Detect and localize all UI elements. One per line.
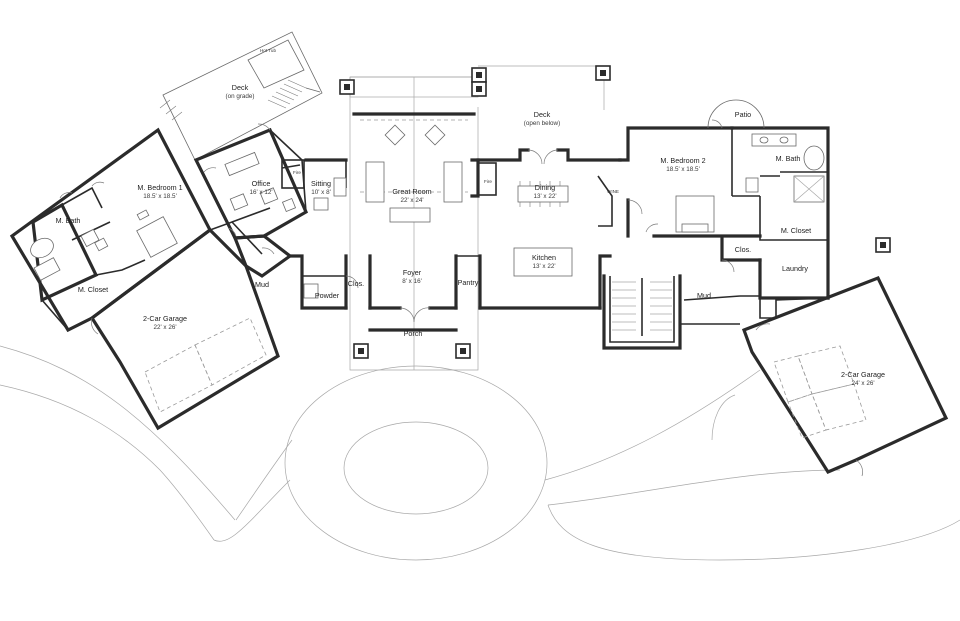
- wine-label: WINE: [607, 189, 619, 194]
- great-room-name: Great Room: [392, 187, 431, 196]
- laundry-name: Laundry: [782, 264, 808, 273]
- garage1-name: 2-Car Garage: [143, 314, 187, 323]
- sitting-name: Sitting: [311, 179, 331, 188]
- deck-open-sub: (open below): [524, 120, 560, 127]
- clos-right-name: Clos.: [735, 245, 751, 254]
- garage-2: [741, 275, 949, 477]
- dining-name: Dining: [535, 183, 555, 192]
- pantry-name: Pantry: [458, 278, 479, 287]
- deck-grade-sub: (on grade): [225, 93, 254, 100]
- dining-dim: 13' x 22': [533, 193, 556, 200]
- clos-left-name: Clos.: [348, 279, 364, 288]
- right-wing: [618, 99, 830, 325]
- fire-left-label: Fire: [293, 170, 301, 175]
- kitchen-dim: 13' x 22': [532, 263, 555, 270]
- bedroom2-name: M. Bedroom 2: [660, 156, 705, 165]
- powder-name: Powder: [315, 291, 340, 300]
- bedroom2-dim: 18.5' x 18.5': [666, 166, 700, 173]
- garage2-dim: 24' x 26': [851, 380, 874, 387]
- bath1-name: M. Bath: [56, 216, 81, 225]
- deck-grade-name: Deck: [232, 83, 249, 92]
- bedroom1-dim: 18.5' x 18.5': [143, 193, 177, 200]
- left-wing: [9, 127, 213, 333]
- fire-center-label: Fire: [484, 179, 492, 184]
- kitchen-name: Kitchen: [532, 253, 556, 262]
- office-name: Office: [252, 179, 271, 188]
- bedroom1-name: M. Bedroom 1: [137, 183, 182, 192]
- mud-right-name: Mud: [697, 291, 711, 300]
- posts: [339, 65, 891, 359]
- office-wing: [193, 123, 309, 240]
- garage1-dim: 22' x 26': [153, 324, 176, 331]
- deck-on-grade: [159, 31, 323, 161]
- room-labels: Deck (on grade) Hot Tub Deck (open below…: [56, 48, 885, 387]
- center-block: [281, 76, 602, 371]
- closet2-name: M. Closet: [781, 226, 811, 235]
- mud-left-name: Mud: [255, 280, 269, 289]
- hot-tub-name: Hot Tub: [260, 48, 277, 53]
- dining-kitchen: [470, 65, 622, 310]
- stairs: [602, 274, 682, 350]
- great-room-dim: 22' x 24': [400, 197, 423, 204]
- garage-1: [89, 207, 280, 431]
- mud-left: [232, 234, 293, 278]
- porch-name: Porch: [404, 329, 423, 338]
- closet1-name: M. Closet: [78, 285, 108, 294]
- sitting-dim: 10' x 8': [311, 189, 331, 196]
- bath2-name: M. Bath: [776, 154, 801, 163]
- garage2-name: 2-Car Garage: [841, 370, 885, 379]
- foyer-name: Foyer: [403, 268, 422, 277]
- patio-name: Patio: [735, 110, 751, 119]
- deck-open-name: Deck: [534, 110, 551, 119]
- foyer-dim: 8' x 16': [402, 278, 422, 285]
- driveway: [0, 345, 960, 561]
- office-dim: 16' x 12': [249, 189, 272, 196]
